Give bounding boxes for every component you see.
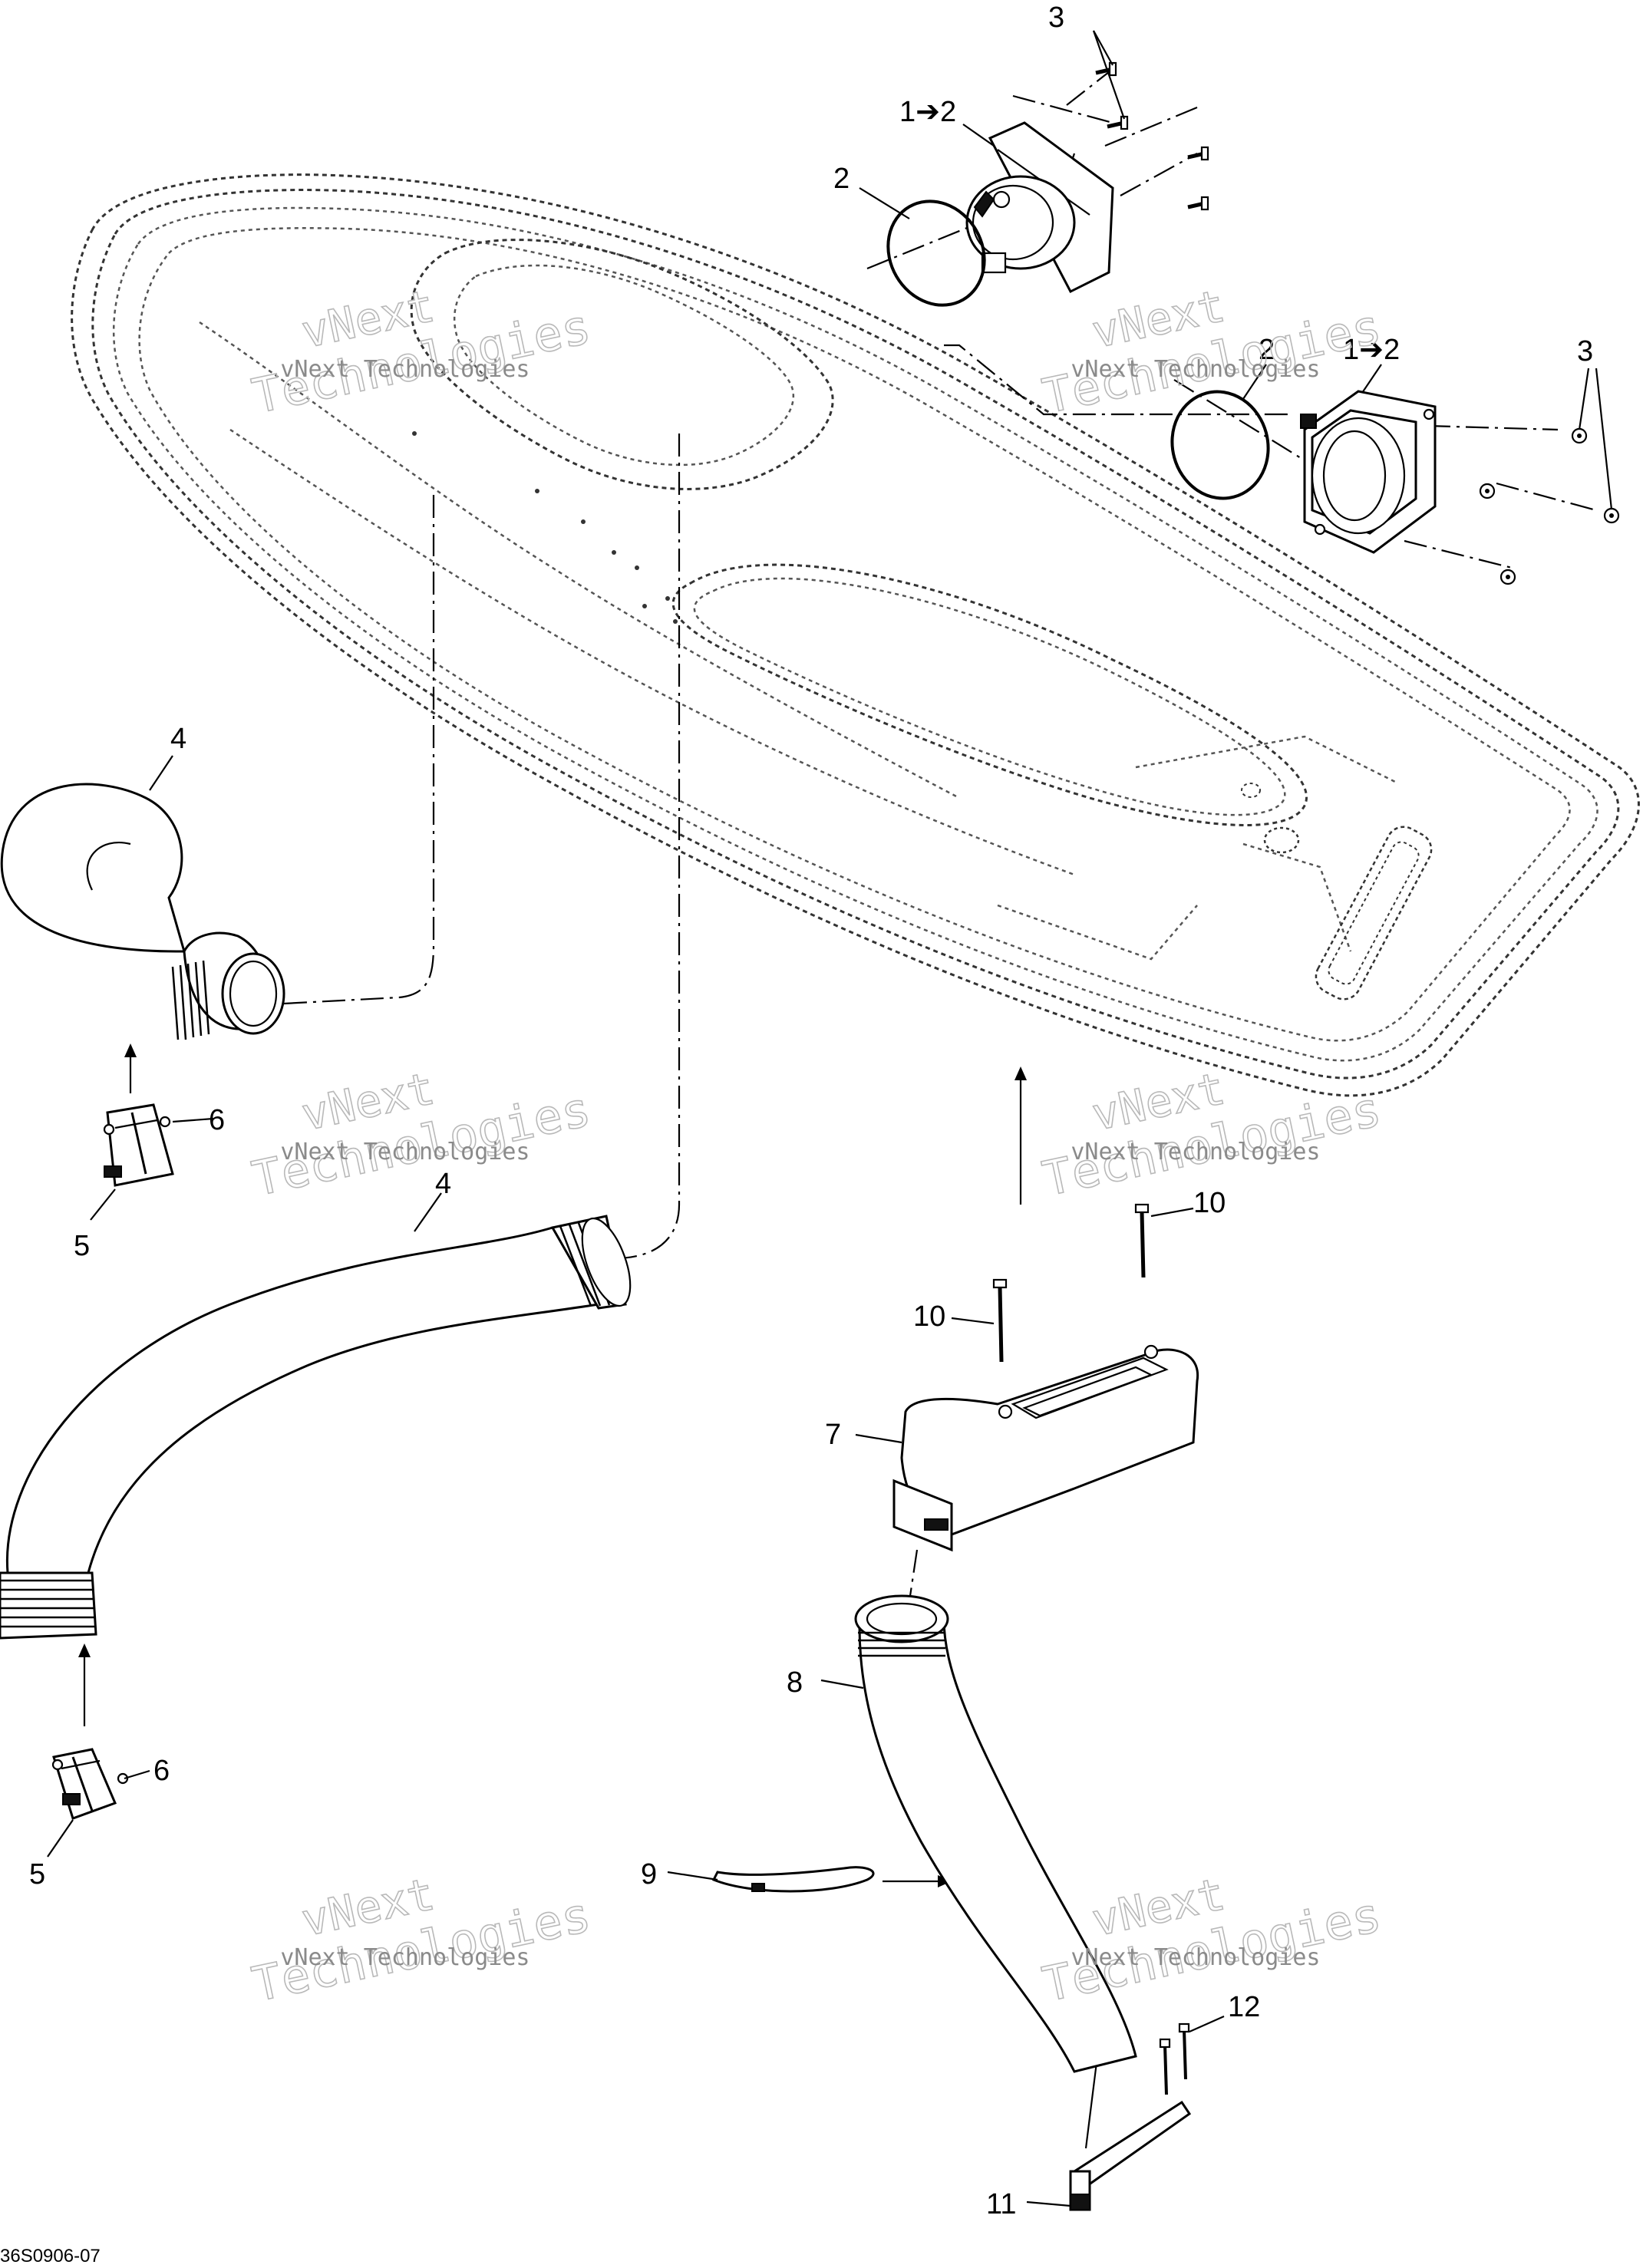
callout-1to2-top: 1➔2	[899, 96, 956, 128]
svg-text:vNext Technologies: vNext Technologies	[1071, 1139, 1320, 1165]
document-id: 36S0906-07	[0, 2246, 101, 2266]
o-ring-top	[886, 199, 986, 307]
callout-7: 7	[825, 1419, 841, 1451]
intake-hose-lower	[0, 1215, 632, 1640]
callout-8: 8	[787, 1666, 803, 1699]
watermark-6: vNext Technologies vNext Technologies	[1038, 1867, 1387, 2013]
assembly-center-lines	[283, 68, 1597, 1627]
hose-clamp-9	[711, 1866, 875, 1893]
intake-hose-upper	[1, 783, 285, 1040]
callout-4-lower: 4	[435, 1168, 451, 1200]
assembly-arrows	[78, 1043, 1105, 2149]
watermarks: vNext Technologies vNext Technologies vN…	[247, 279, 1387, 2013]
screws-top	[1095, 61, 1209, 211]
bracket-11	[1069, 2100, 1192, 2211]
screws-12	[1159, 2022, 1190, 2095]
svg-text:vNext Technologies: vNext Technologies	[1071, 1944, 1320, 1971]
callout-2-top: 2	[833, 163, 850, 195]
callout-3-right: 3	[1577, 335, 1593, 368]
hose-clamp-lower	[51, 1748, 129, 1820]
svg-text:vNext Technologies: vNext Technologies	[280, 1944, 530, 1971]
callout-leaders	[47, 30, 1613, 2207]
watermark-5: vNext Technologies vNext Technologies	[247, 1867, 596, 2013]
nuts-right	[1479, 427, 1620, 585]
air-intake-housing-right	[1300, 390, 1437, 554]
watercraft-hull-outline	[71, 173, 1640, 1097]
callout-1to2-right: 1➔2	[1343, 334, 1400, 366]
callout-9: 9	[641, 1858, 657, 1891]
callout-10-left: 10	[913, 1300, 945, 1333]
bolts-10	[992, 1203, 1150, 1363]
hose-8	[854, 1594, 1137, 2073]
callout-10-right: 10	[1193, 1187, 1226, 1219]
callout-labels: 3 1➔2 2 2 1➔2 3 4 6 5 4 10 10 7 8 6 5 9 …	[29, 2, 1593, 2220]
watermark-3: vNext Technologies vNext Technologies	[247, 1061, 596, 1207]
callout-2-right: 2	[1259, 334, 1275, 366]
callout-6-upper: 6	[209, 1104, 225, 1136]
callout-3-top: 3	[1048, 2, 1064, 34]
callout-5-upper: 5	[74, 1230, 90, 1262]
air-intake-funnel-top	[965, 121, 1114, 293]
watermark-4: vNext Technologies vNext Technologies	[1038, 1061, 1387, 1207]
svg-text:vNext Technologies: vNext Technologies	[280, 356, 530, 383]
callout-12: 12	[1228, 1991, 1260, 2023]
hose-clamp-upper	[103, 1103, 174, 1187]
svg-text:vNext Technologies: vNext Technologies	[280, 1139, 530, 1165]
svg-text:vNext Technologies: vNext Technologies	[1071, 356, 1320, 383]
callout-4-upper: 4	[170, 723, 186, 755]
o-ring-right	[1170, 390, 1270, 500]
callout-6-lower: 6	[153, 1755, 170, 1787]
callout-11: 11	[986, 2188, 1016, 2220]
callout-5-lower: 5	[29, 1858, 45, 1891]
watermark-1: vNext Technologies vNext Technologies	[247, 279, 596, 424]
intake-box-7	[892, 1344, 1199, 1552]
